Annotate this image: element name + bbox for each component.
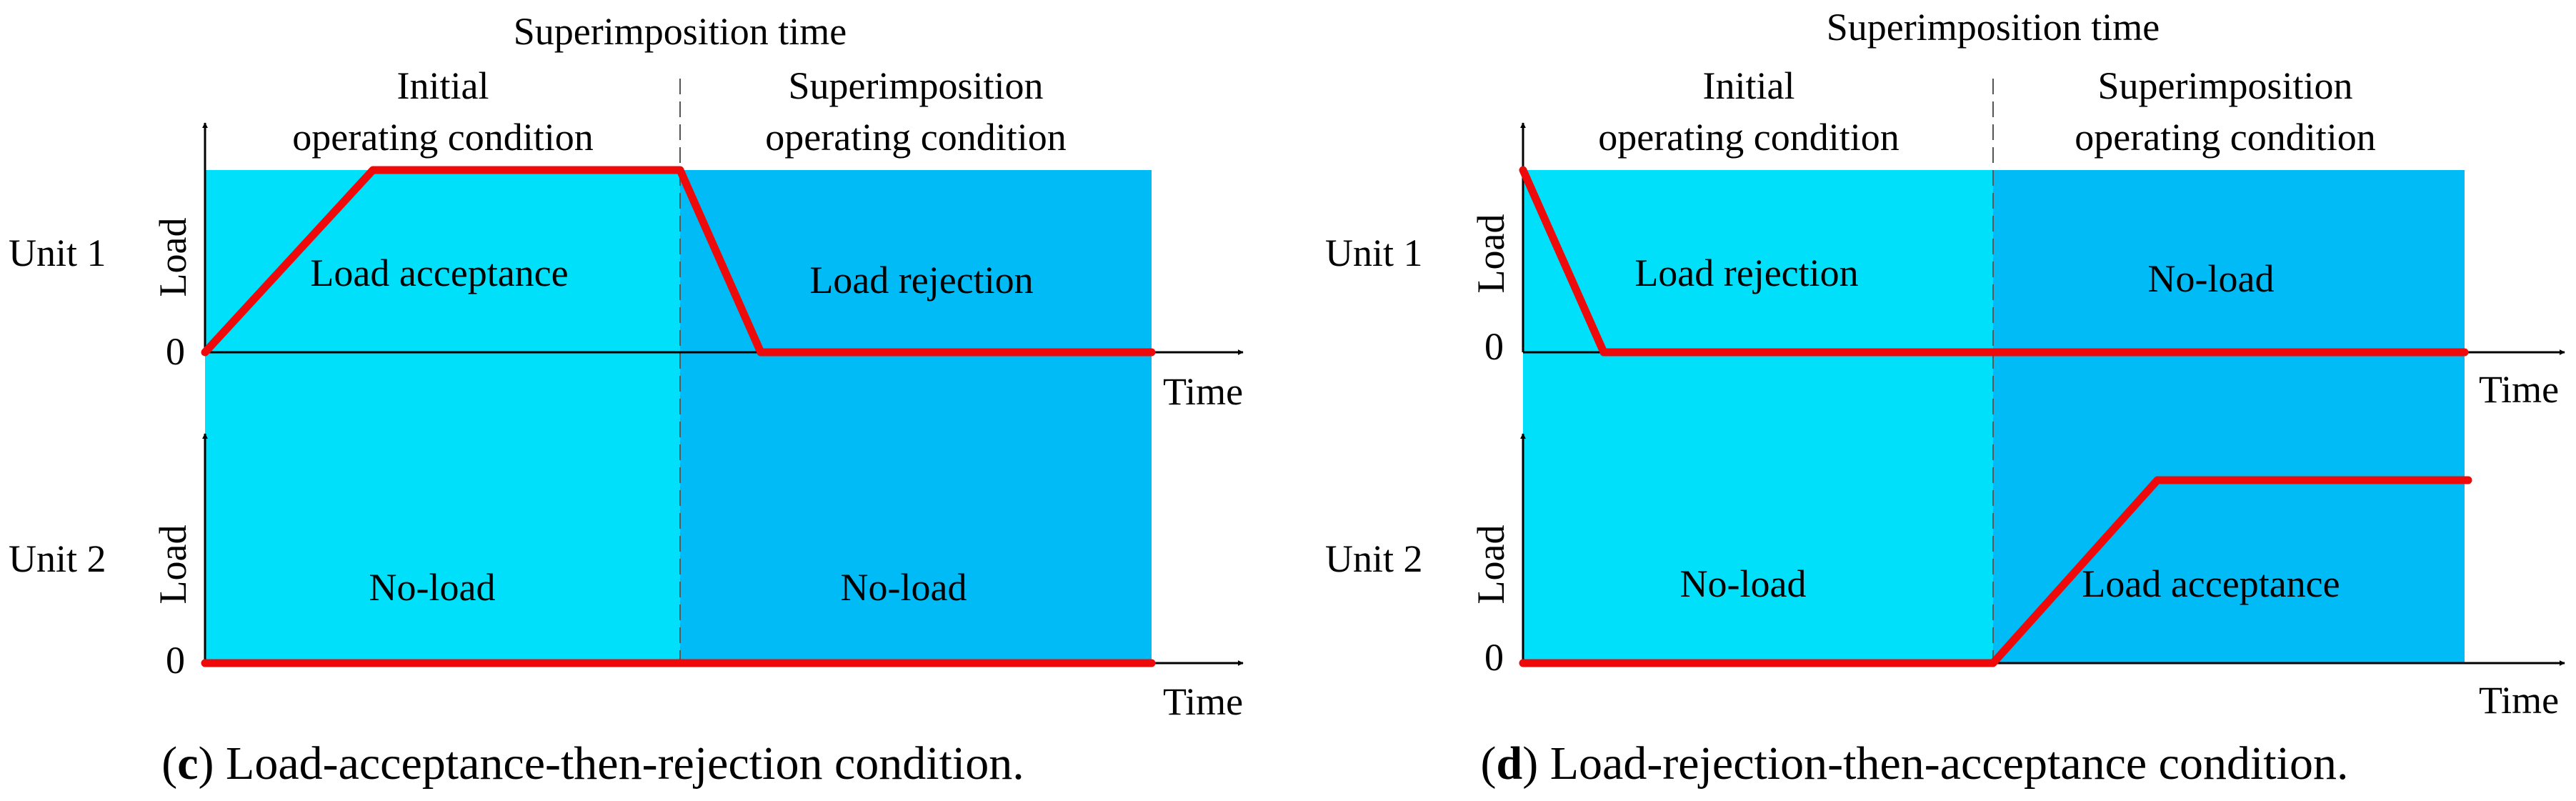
unit1-label: Unit 1 [9, 232, 106, 274]
unit2-time-label: Time [1163, 680, 1243, 723]
unit2-initial-state: No-load [369, 566, 496, 609]
unit2-zero-label: 0 [1484, 636, 1504, 679]
unit2-superimposition-state: No-load [841, 566, 967, 609]
unit2-label: Unit 2 [9, 537, 106, 580]
unit1-load-curve [201, 166, 1156, 357]
unit1-time-label: Time [1163, 370, 1243, 413]
unit1-load-axis-label: Load [151, 218, 194, 297]
initial-title-line2: operating condition [292, 116, 593, 159]
initial-region-bg [1523, 170, 1993, 663]
superimposition-time-label: Superimposition time [514, 10, 847, 53]
unit2-load-curve [1519, 476, 2472, 667]
panel-c-caption-letter: c [177, 737, 198, 790]
panel-c-caption-text: Load-acceptance-then-rejection condition… [214, 737, 1024, 790]
initial-title-line1: Initial [397, 64, 489, 107]
unit1-load-curve [1519, 166, 2469, 357]
initial-region-bg [205, 170, 680, 663]
initial-title-line1: Initial [1703, 64, 1795, 107]
unit2-superimposition-state: Load acceptance [2082, 562, 2340, 605]
unit2-load-axis-label: Load [1469, 525, 1512, 605]
unit1-initial-state: Load rejection [1634, 252, 1858, 294]
unit1-superimposition-state: Load rejection [809, 259, 1033, 302]
superimposition-title-line2: operating condition [765, 116, 1066, 159]
unit2-label: Unit 2 [1325, 537, 1423, 580]
unit1-zero-label: 0 [1484, 325, 1504, 368]
unit2-time-label: Time [2479, 679, 2559, 722]
panel-d-caption-text: Load-rejection-then-acceptance condition… [1538, 737, 2348, 790]
superimposition-title-line2: operating condition [2075, 116, 2375, 159]
unit2-zero-label: 0 [166, 639, 185, 682]
unit1-superimposition-state: No-load [2148, 257, 2275, 300]
unit2-initial-state: No-load [1680, 562, 1807, 605]
unit1-zero-label: 0 [166, 330, 185, 373]
unit1-label: Unit 1 [1325, 232, 1423, 274]
panel-d-caption: (d) Load-rejection-then-acceptance condi… [1481, 737, 2349, 790]
superimposition-region-bg [680, 170, 1152, 663]
panel-c: Superimposition time Initial operating c… [9, 10, 1244, 790]
panel-c-caption: (c) Load-acceptance-then-rejection condi… [161, 737, 1024, 790]
superimposition-time-label: Superimposition time [1827, 6, 2160, 49]
unit1-initial-state: Load acceptance [310, 252, 568, 294]
superimposition-title-line1: Superimposition [788, 64, 1043, 107]
panel-d: Superimposition time Initial operating c… [1325, 6, 2565, 790]
unit1-time-label: Time [2479, 368, 2559, 411]
panel-d-caption-letter: d [1497, 737, 1523, 790]
unit1-load-axis-label: Load [1469, 214, 1512, 294]
unit2-load-axis-label: Load [151, 525, 194, 605]
superimposition-title-line1: Superimposition [2097, 64, 2352, 107]
initial-title-line2: operating condition [1598, 116, 1899, 159]
